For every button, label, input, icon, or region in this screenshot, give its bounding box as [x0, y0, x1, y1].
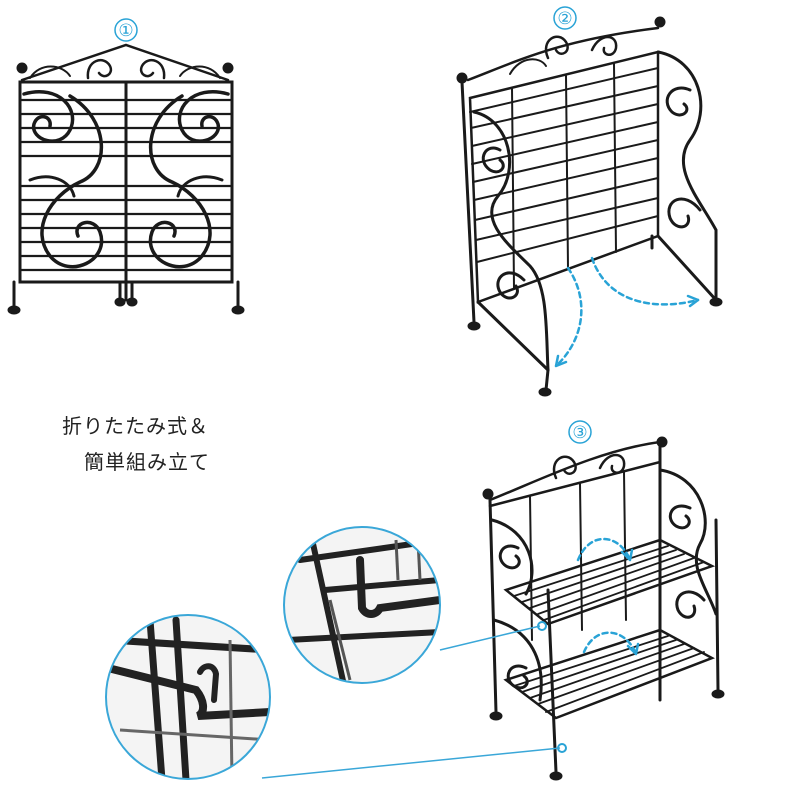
- feature-caption: 折りたたみ式＆ 簡単組み立て: [62, 408, 210, 480]
- step-1-label: ①: [118, 21, 133, 41]
- assembled-shelf-figure: ③: [482, 420, 725, 781]
- callout-line-upper: [439, 625, 541, 651]
- unfold-arrow-left: [554, 266, 583, 368]
- step-2-badge: [553, 6, 577, 30]
- unfolding-shelf-figure: ②: [456, 6, 723, 397]
- caption-line-1: 折りたたみ式＆: [62, 414, 209, 438]
- step-3-label: ③: [572, 423, 587, 443]
- unfold-arrow-right: [590, 256, 700, 306]
- zoom-detail-upper: [283, 526, 441, 684]
- callout-line-lower: [261, 747, 561, 779]
- step-1-badge: [114, 18, 138, 42]
- step-3-badge: [568, 420, 592, 444]
- fold-shelf-arrow-upper: [576, 537, 632, 562]
- caption-line-2: 簡単組み立て: [84, 450, 210, 474]
- folded-shelf-figure: ①: [7, 18, 245, 315]
- fold-shelf-arrow-lower: [582, 631, 638, 656]
- zoom-detail-lower: [105, 614, 271, 780]
- step-2-label: ②: [557, 9, 572, 29]
